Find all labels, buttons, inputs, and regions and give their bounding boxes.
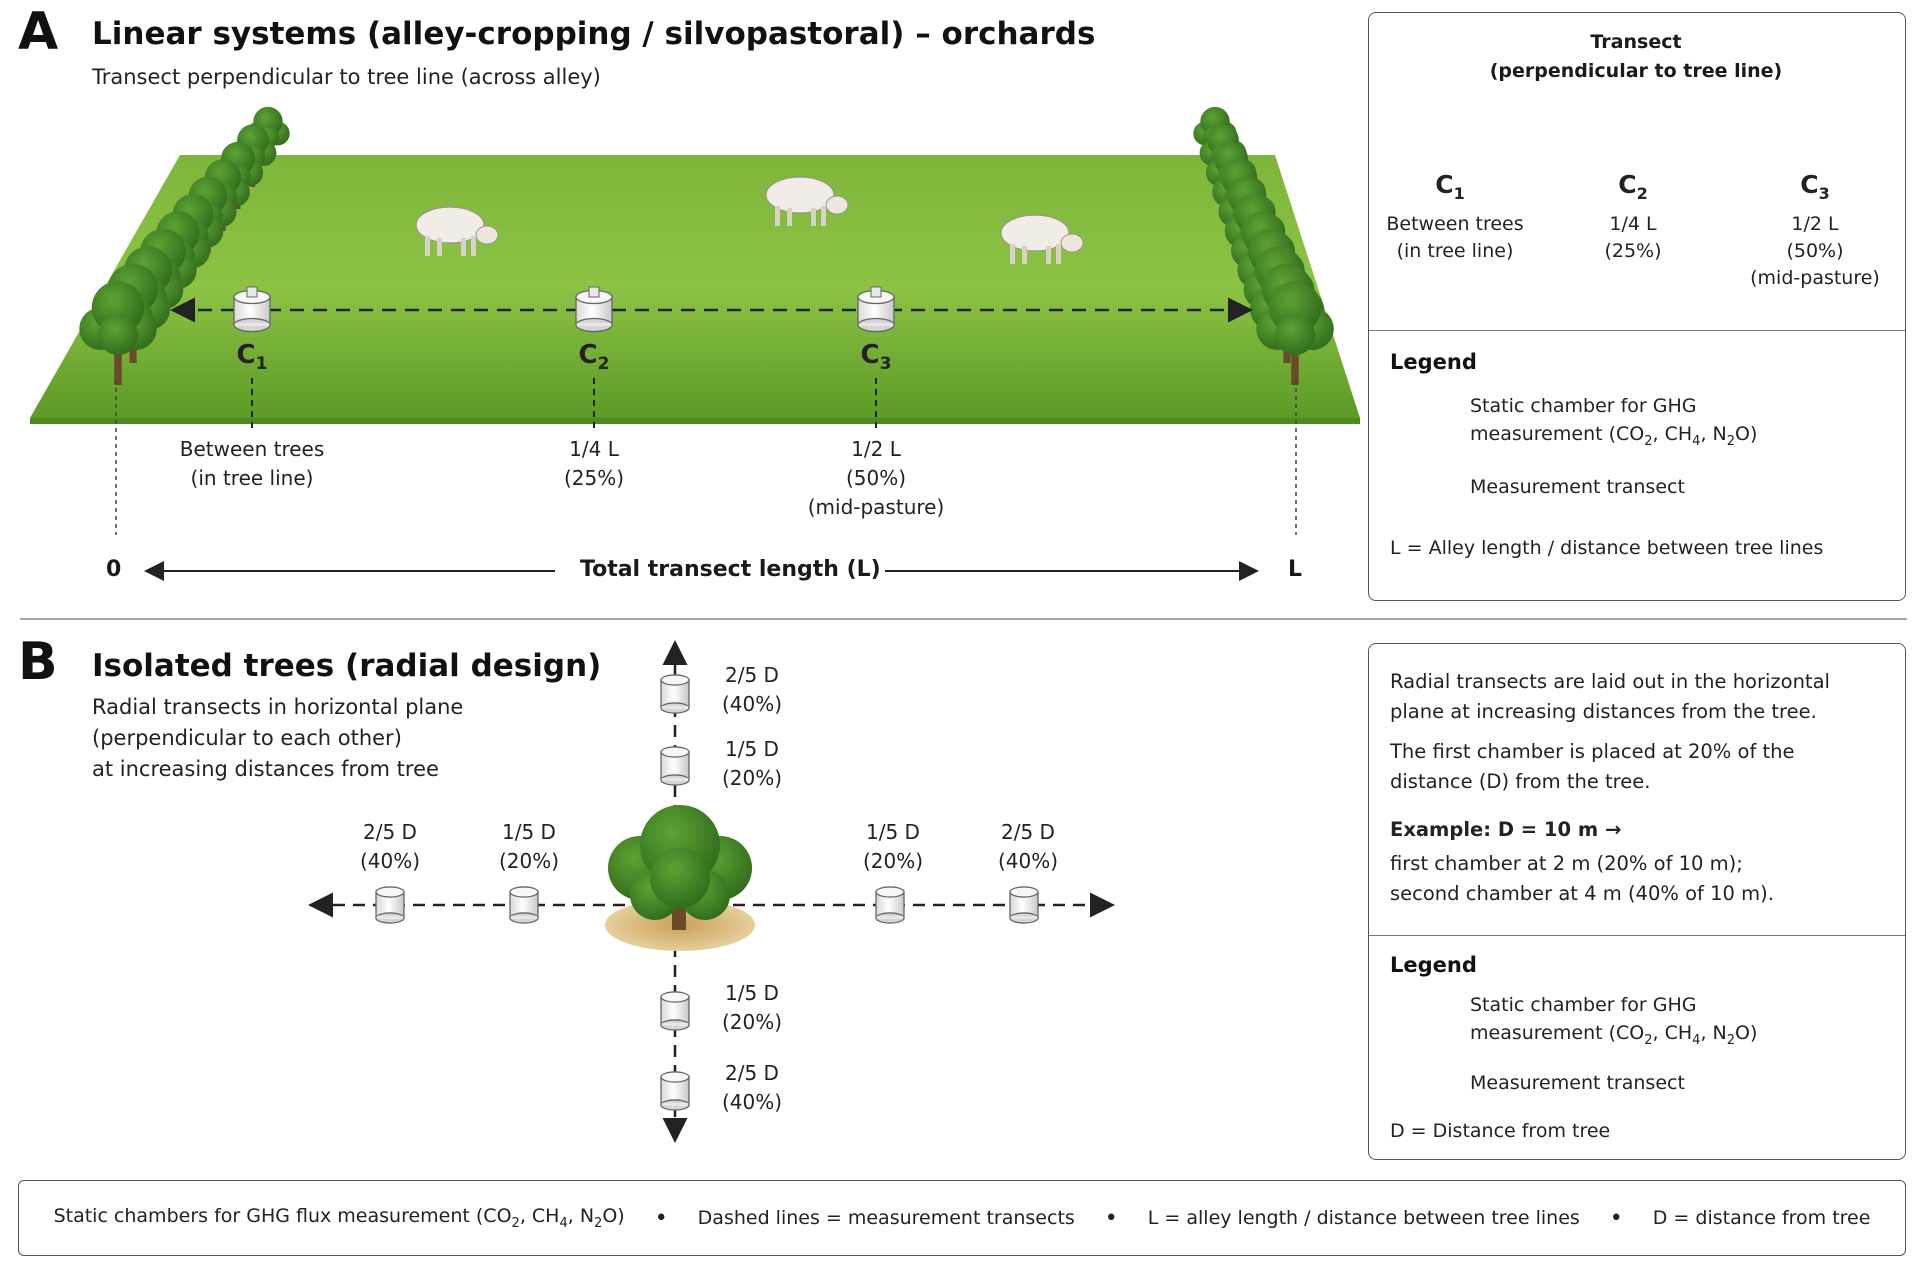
box-c1-label: C1 — [1435, 170, 1465, 203]
cow-icon — [765, 176, 849, 226]
chamber-icon — [857, 286, 895, 333]
box-divider — [1369, 935, 1905, 936]
footer-distance-note: D = distance from tree — [1652, 1207, 1871, 1229]
pasture-field-edge — [30, 418, 1360, 424]
legend-b-title: Legend — [1390, 953, 1477, 977]
right-tree-line — [1193, 106, 1334, 385]
footer-separator: • — [654, 1205, 668, 1231]
tree-icon — [79, 281, 157, 385]
panel-a-letter: A — [18, 2, 59, 62]
box-b-description-1: Radial transects are laid out in the hor… — [1390, 670, 1830, 723]
footer-box — [18, 1180, 1906, 1256]
panel-a-title: Linear systems (alley-cropping / silvopa… — [92, 16, 1096, 52]
chamber-icon — [660, 991, 690, 1031]
footer-dashed-note: Dashed lines = measurement transects — [697, 1207, 1075, 1229]
box-c2-label: C2 — [1618, 170, 1648, 203]
chamber-c3-position: 1/2 L(50%)(mid-pasture) — [807, 437, 945, 519]
cow-icon — [415, 206, 499, 256]
chamber-icon — [660, 1071, 690, 1111]
chamber-icon — [875, 886, 905, 924]
panel-b-letter: B — [18, 632, 58, 692]
legend-a-chamber-text: Static chamber for GHG measurement (CO2,… — [1470, 395, 1758, 449]
box-c3-position: 1/2 L(50%)(mid-pasture) — [1750, 213, 1880, 289]
legend-a-transect-text: Measurement transect — [1470, 476, 1685, 498]
radial-north-near-label: 1/5 D(20%) — [721, 737, 783, 790]
chamber-c3-label: C3 — [860, 340, 892, 375]
axis-start-label: 0 — [106, 557, 122, 582]
left-tree-line — [79, 106, 290, 385]
box-b-example-text: first chamber at 2 m (20% of 10 m);secon… — [1390, 852, 1774, 905]
axis-end-label: L — [1288, 557, 1303, 582]
footer-separator: • — [1104, 1205, 1118, 1231]
chamber-icon — [1009, 886, 1039, 924]
cow-icon — [1000, 214, 1084, 264]
chamber-icon — [575, 286, 613, 333]
panel-b-info-box — [1368, 643, 1906, 1160]
box-c1-position: Between trees(in tree line) — [1386, 213, 1524, 262]
footer-chambers-note: Static chambers for GHG flux measurement… — [53, 1205, 625, 1231]
chamber-c2-label: C2 — [578, 340, 610, 375]
box-b-example-title: Example: D = 10 m → — [1390, 818, 1622, 841]
box-c2-position: 1/4 L(25%) — [1604, 213, 1662, 262]
panel-b-title: Isolated trees (radial design) — [92, 648, 602, 684]
tree-icon — [1256, 281, 1334, 385]
radial-west-far-label: 2/5 D(40%) — [359, 820, 421, 873]
footer-separator: • — [1609, 1205, 1623, 1231]
radial-south-near-label: 1/5 D(20%) — [721, 981, 783, 1034]
footer-notes: Static chambers for GHG flux measurement… — [18, 1180, 1906, 1256]
chamber-c2-position: 1/4 L(25%) — [563, 437, 625, 490]
radial-north-far-label: 2/5 D(40%) — [721, 663, 783, 716]
box-c3-label: C3 — [1800, 170, 1830, 203]
box-a-title: Transect(perpendicular to tree line) — [1489, 31, 1783, 82]
legend-a-length-text: L = Alley length / distance between tree… — [1390, 537, 1824, 559]
panel-a-subtitle: Transect perpendicular to tree line (acr… — [92, 65, 601, 89]
chamber-c1-label: C1 — [236, 340, 268, 375]
radial-west-near-label: 1/5 D(20%) — [498, 820, 560, 873]
box-divider — [1369, 330, 1905, 331]
isolated-tree-icon — [605, 805, 755, 951]
panel-a-info-box — [1368, 12, 1906, 601]
panel-b-subtitle: Radial transects in horizontal plane(per… — [92, 695, 464, 781]
legend-a-title: Legend — [1390, 350, 1477, 374]
radial-east-near-label: 1/5 D(20%) — [862, 820, 924, 873]
chamber-c1-position: Between trees(in tree line) — [179, 437, 325, 490]
chamber-icon — [660, 674, 690, 714]
radial-south-far-label: 2/5 D(40%) — [721, 1061, 783, 1114]
legend-b-chamber-text: Static chamber for GHG measurement (CO2,… — [1470, 994, 1758, 1048]
axis-length-label: Total transect length (L) — [580, 557, 881, 582]
footer-length-note: L = alley length / distance between tree… — [1147, 1207, 1580, 1229]
radial-east-far-label: 2/5 D(40%) — [997, 820, 1059, 873]
legend-b-distance-text: D = Distance from tree — [1390, 1120, 1611, 1142]
chamber-icon — [660, 746, 690, 786]
chamber-icon — [509, 886, 539, 924]
box-b-description-2: The first chamber is placed at 20% of th… — [1390, 740, 1795, 793]
chamber-icon — [375, 886, 405, 924]
chamber-icon — [233, 286, 271, 333]
legend-b-transect-text: Measurement transect — [1470, 1072, 1685, 1094]
